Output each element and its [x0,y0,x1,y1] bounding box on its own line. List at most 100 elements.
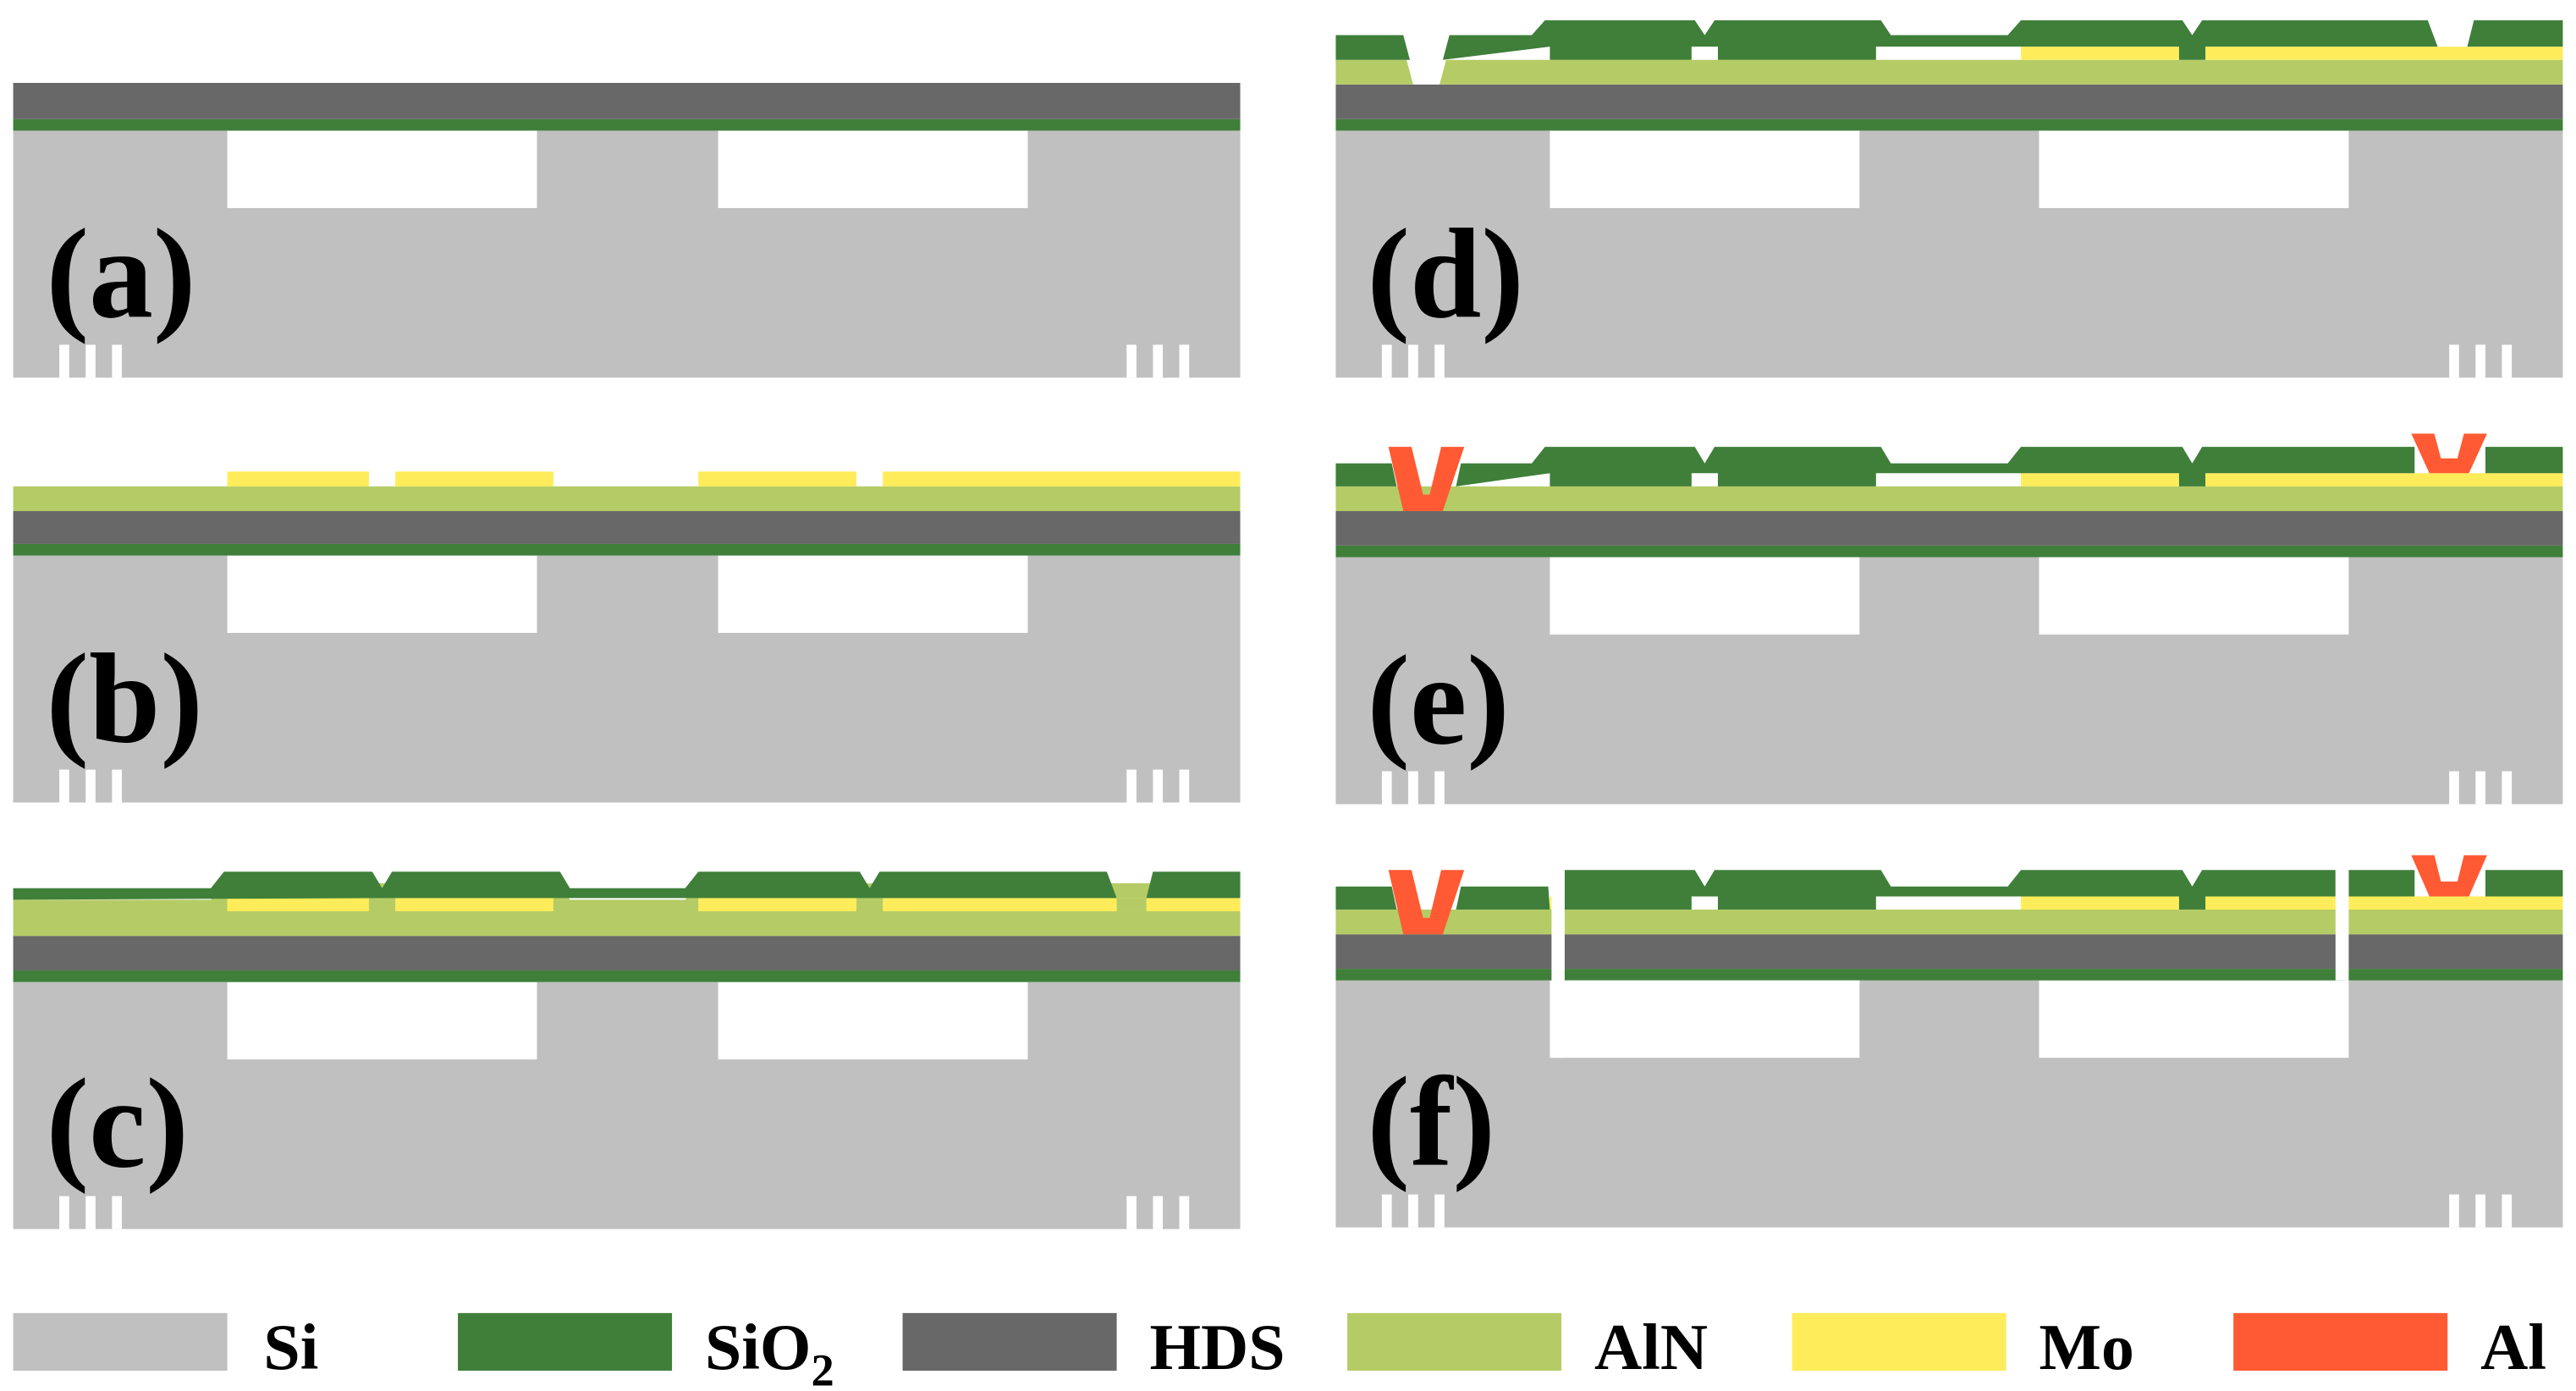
panel-d-mo-electrode [2021,47,2179,60]
panel-d: (d) [1335,20,2563,378]
panel-e-bond-oxide [1335,545,2563,558]
panel-c-backside-mark [59,1196,69,1229]
panel-f-backside-mark [2475,1194,2485,1228]
panel-c-cavity-2 [718,981,1028,1060]
panel-a-hds-layer [13,82,1241,119]
panel-f-backside-mark [2502,1194,2513,1228]
panel-f-al-contact-via [1388,870,1465,935]
panel-a-cavity-1 [227,130,537,208]
panel-a-backside-mark [1126,344,1137,378]
panel-e-backside-mark [2475,771,2485,805]
panel-f-bond-oxide [1335,969,2563,981]
panel-a-cavity-2 [718,130,1028,208]
panel-f-backside-mark [1381,1194,1392,1228]
panel-d-aln-layers [1335,59,2563,85]
panel-d-hds-layer [1335,84,2563,119]
panel-b-mo-electrode [698,471,857,487]
panel-d-backside-mark [1434,344,1445,378]
panel-b-hds-layer [13,511,1241,544]
panel-b-bond-oxide [13,543,1241,556]
panel-a-backside-mark [1153,344,1164,378]
panel-e-si-substrate [1335,557,2563,805]
panel-d-backside-mark [1408,344,1418,378]
panel-c-mo-electrode [227,898,369,911]
panel-c-backside-mark [85,1196,96,1229]
panel-f-released-cavity-gap [1551,980,1860,984]
panel-d-mo-electrode [2205,47,2563,60]
panel-e-backside-mark [2449,771,2459,805]
legend-label-sio2-main: SiO [705,1311,811,1383]
legend-swatch-aln [1347,1312,1562,1371]
panel-a-bond-oxide [13,118,1241,131]
panel-d-si-substrate [1335,130,2563,378]
panel-e-mo-electrode [2205,473,2563,487]
panel-c-hds-layer [13,936,1241,971]
panel-a: (a) [13,82,1241,378]
panel-d-bond-oxide [1335,118,2563,131]
panel-c-cavity-1 [227,981,537,1060]
panel-d-backside-mark [2502,344,2513,378]
panel-e-aln-layers [1335,486,2563,512]
legend-label-sio2: SiO2 [705,1311,834,1391]
legend-label-hds: HDS [1150,1311,1285,1383]
panel-d-cavity-2 [2039,130,2349,208]
legend: Si SiO2 HDS AlN Mo Al [13,1311,2546,1391]
panel-a-backside-mark [1179,344,1190,378]
panel-e-cavity-1 [1549,557,1860,635]
panel-c-mo-electrode [395,898,553,911]
panel-f-cavity-1 [1549,980,1860,1058]
legend-label-al: Al [2480,1311,2546,1383]
legend-swatch-si [13,1312,228,1371]
panel-b-backside-mark [59,769,69,803]
legend-label-aln: AlN [1594,1311,1708,1383]
panel-f-release-trench [2335,865,2349,981]
panel-b-mo-electrode [395,471,553,487]
panel-c-backside-mark [1126,1196,1137,1229]
panel-a-backside-mark [112,344,123,378]
panel-d-cavity-1 [1549,130,1860,208]
panel-d-backside-mark [2449,344,2459,378]
panel-c-bond-oxide [13,970,1241,982]
panel-e-backside-mark [1381,771,1392,805]
panel-d-sio2-passivation [1335,20,2563,60]
panel-b-mo-electrode [883,471,1241,487]
panel-f-si-substrate [1335,980,2563,1228]
panel-c-aln-seed-layer [13,910,1241,937]
panel-e-al-contact-via [1388,447,1465,512]
panel-b-mo-electrode [227,471,369,487]
panel-f: (f) [1335,855,2563,1228]
panel-f-hds-layer [1335,934,2563,970]
panel-e-backside-mark [1434,771,1445,805]
legend-swatch-hds [902,1312,1117,1371]
panel-e-cavity-2 [2039,557,2349,635]
panel-e-hds-layer [1335,511,2563,546]
panel-b-backside-mark [1179,769,1190,803]
panel-a-label: (a) [46,202,195,344]
panel-c-sio2-gap [1116,898,1147,911]
panel-c-backside-mark [1179,1196,1190,1229]
panel-b-label: (b) [46,627,203,769]
legend-swatch-sio2 [458,1312,673,1371]
panel-d-label: (d) [1367,202,1524,344]
panel-f-al-contact-pad [2411,855,2487,897]
panel-f-release-trench [1551,865,1565,1058]
panel-f-aln-layers [1335,910,2563,935]
panel-e-backside-mark [1408,771,1418,805]
legend-label-si: Si [263,1311,318,1383]
panel-e-label: (e) [1367,629,1509,771]
legend-label-sio2-subscript: 2 [811,1344,834,1391]
panel-c-backside-mark [112,1196,123,1229]
legend-label-mo: Mo [2039,1311,2134,1383]
panel-f-mo-electrode [2021,896,2179,910]
panel-b-cavity-1 [227,555,537,634]
panel-c-si-substrate [13,981,1241,1229]
panel-f-mo-electrode [2205,896,2563,910]
panel-b-si-substrate [13,555,1241,803]
panel-a-si-substrate [13,130,1241,378]
panel-a-backside-mark [85,344,96,378]
panel-f-sio2-passivation [1335,870,2563,910]
panel-f-backside-mark [2449,1194,2459,1228]
panel-c-backside-mark [1153,1196,1164,1229]
panel-c-label: (c) [46,1053,188,1195]
